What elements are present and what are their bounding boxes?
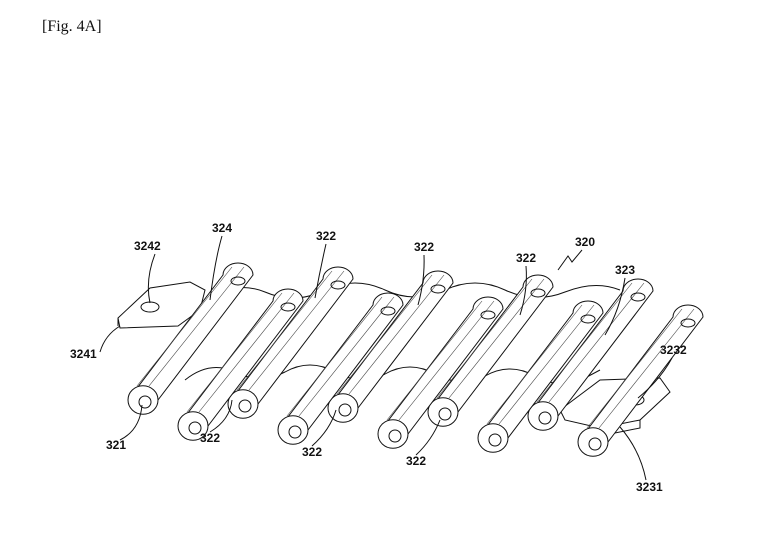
label-3232: 3232	[660, 343, 687, 357]
leader-324	[209, 235, 223, 301]
label-322-bottom-3: 322	[406, 454, 426, 468]
label-322-top-2: 322	[414, 240, 434, 254]
leader-323	[604, 277, 626, 336]
leader-322-bottom-1	[209, 399, 233, 433]
leader-3241	[99, 325, 121, 353]
label-3241: 3241	[70, 347, 97, 361]
leader-322-bottom-2	[311, 409, 337, 447]
leader-322-top-3	[519, 265, 527, 316]
label-324: 324	[212, 221, 232, 235]
leader-3232	[637, 357, 673, 399]
label-322-top-1: 322	[316, 229, 336, 243]
label-322-bottom-2: 322	[302, 445, 322, 459]
cylinder-tab	[127, 262, 254, 415]
leader-322-bottom-3	[415, 419, 441, 456]
wave-busbar-upper	[204, 282, 621, 301]
cylinder-tab	[527, 278, 654, 431]
label-321: 321	[106, 438, 126, 452]
label-322-top-3: 322	[516, 251, 536, 265]
leader-3231	[619, 426, 647, 481]
cylinder-tab	[277, 292, 404, 445]
leader-322-top-1	[314, 243, 327, 299]
leader-322-top-2	[417, 254, 425, 306]
label-323: 323	[615, 263, 635, 277]
left-terminal-hole	[140, 301, 160, 313]
cylinder-tab	[477, 300, 604, 453]
connector-assembly	[117, 262, 704, 457]
leader-321	[119, 404, 143, 441]
cylinder-tab	[377, 296, 504, 449]
label-322-bottom-1: 322	[200, 431, 220, 445]
label-320: 320	[575, 235, 595, 249]
cylinder-tab	[227, 266, 354, 419]
leader-320-arrow	[557, 249, 583, 271]
figure-title: [Fig. 4A]	[42, 18, 102, 35]
cylinder-tab	[327, 270, 454, 423]
cylinder-tab	[177, 288, 304, 441]
left-terminal-plate	[117, 281, 206, 329]
label-3231: 3231	[636, 480, 663, 494]
cylinder-tab	[577, 304, 704, 457]
leader-3242	[147, 253, 156, 304]
label-3242: 3242	[134, 239, 161, 253]
